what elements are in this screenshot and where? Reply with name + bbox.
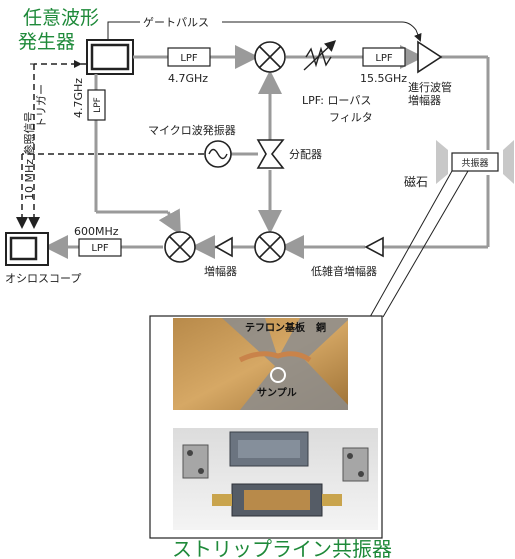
- lpf-top: LPF: [168, 48, 210, 66]
- lpf-bottom-label: LPF: [91, 243, 109, 254]
- twt-label-2: 増幅器: [408, 94, 441, 107]
- magnet-right: [503, 140, 514, 184]
- divider-label: 分配器: [289, 148, 322, 161]
- resonator-label: 共振器: [461, 157, 488, 169]
- amplifier-label: 増幅器: [204, 265, 237, 278]
- oscilloscope-label: オシロスコープ: [5, 272, 81, 285]
- lna-icon: [366, 238, 383, 256]
- lpf-right: LPF: [363, 48, 405, 66]
- lpf-right-label: LPF: [375, 53, 393, 64]
- twt-amplifier-icon: [418, 42, 441, 72]
- lpf-legend-line1: LPF: ローパス: [302, 94, 371, 107]
- gate-pulse-label: ゲートパルス: [143, 16, 209, 29]
- lpf-bottom: LPF: [79, 239, 121, 256]
- magnet-left: [436, 140, 448, 184]
- oscilloscope-instrument: [6, 233, 48, 265]
- awg-title-line1: 任意波形: [23, 7, 99, 29]
- stripline-title: ストリップライン共振器: [172, 537, 392, 559]
- mixer-bottom-right: [255, 232, 285, 262]
- resonator-photo: [173, 428, 378, 530]
- mixer-top: [255, 42, 285, 72]
- oscillator-icon: [205, 141, 231, 167]
- amplifier-icon: [216, 238, 232, 256]
- lpf-top-freq: 4.7GHz: [168, 72, 208, 85]
- awg-title-line2: 発生器: [18, 31, 75, 53]
- resonator-box: 共振器: [452, 153, 498, 171]
- lpf-vertical: LPF: [88, 90, 105, 120]
- oscillator-label: マイクロ波発振器: [148, 123, 236, 137]
- lpf-right-freq: 15.5GHz: [360, 72, 407, 85]
- gate-pulse-path: ゲートパルス: [108, 16, 420, 40]
- awg-instrument: [87, 40, 133, 74]
- lpf-top-label: LPF: [180, 53, 198, 64]
- dashed-lines: [22, 64, 204, 226]
- closeup-photo: テフロン基板 銅 サンプル: [173, 318, 348, 410]
- lpf-vertical-label: LPF: [93, 97, 103, 113]
- teflon-label: テフロン基板: [245, 321, 306, 334]
- lpf-vertical-freq: 4.7GHz: [72, 78, 85, 118]
- trigger-label: トリガー: [35, 84, 48, 128]
- divider-icon: [258, 140, 283, 168]
- zoom-lines: [370, 171, 468, 317]
- twt-label-1: 進行波管: [408, 80, 452, 94]
- lpf-legend-line2: フィルタ: [329, 111, 373, 124]
- lpf-bottom-freq: 600MHz: [74, 225, 119, 238]
- magnet-label: 磁石: [404, 174, 428, 189]
- lna-label: 低雑音増幅器: [311, 264, 377, 278]
- copper-label: 銅: [316, 321, 326, 334]
- trigger-arrowhead: [74, 60, 82, 68]
- mixer-bottom-left: [165, 232, 195, 262]
- ref-signal-label: 10 MHz 参照信号: [22, 111, 36, 200]
- sample-label: サンプル: [257, 386, 297, 399]
